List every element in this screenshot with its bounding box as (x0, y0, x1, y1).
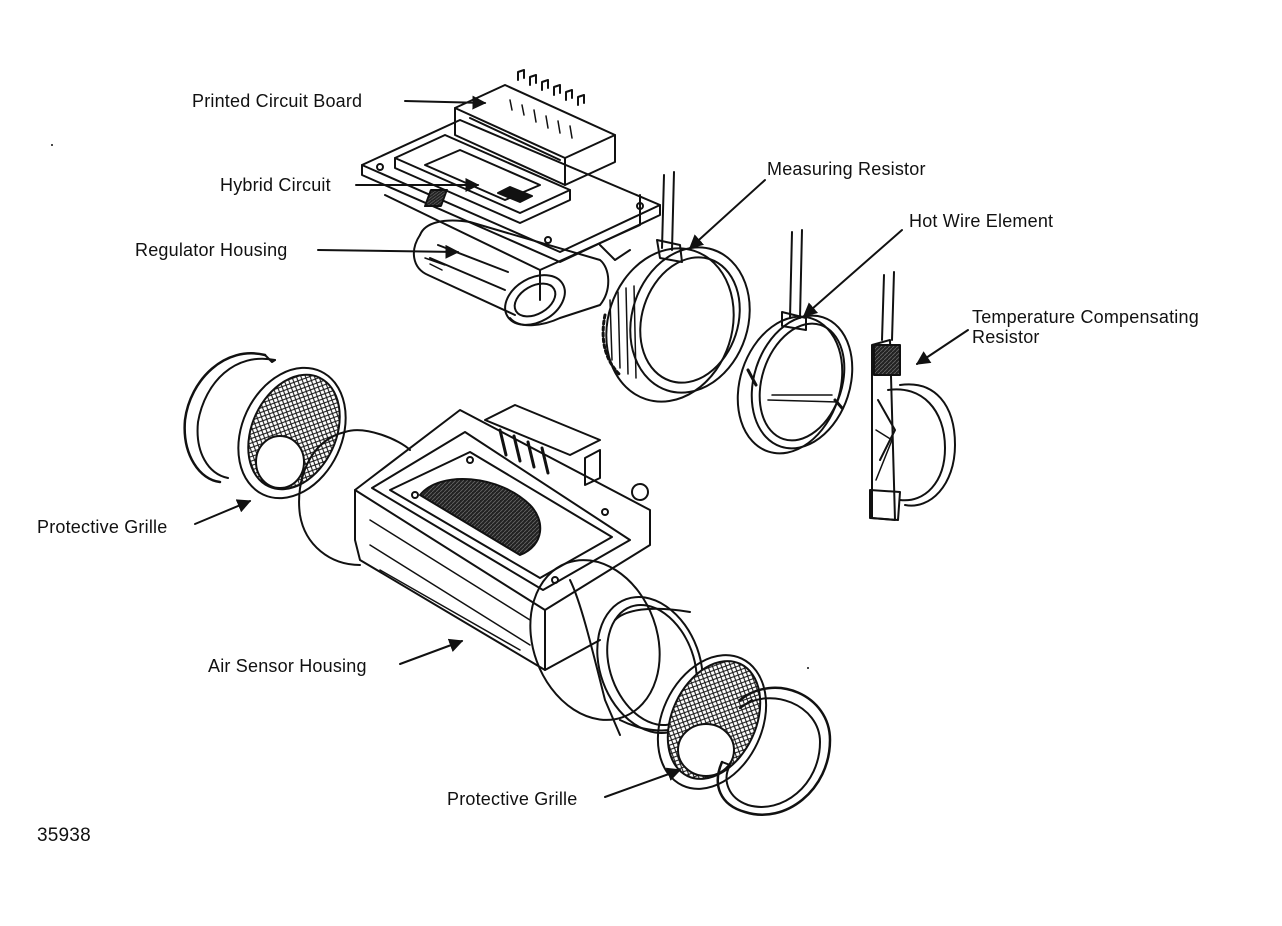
leader-protective-grille-left (194, 499, 252, 525)
label-protective-grille-bottom: Protective Grille (447, 789, 578, 809)
regulator-assembly (361, 69, 661, 327)
leader-temp-comp-resistor (915, 329, 969, 365)
right-grille-assembly (656, 654, 832, 816)
label-regulator-housing: Regulator Housing (135, 240, 288, 260)
leader-protective-grille-bottom (604, 767, 682, 798)
label-temp-comp-line1: Temperature Compensating (972, 307, 1199, 327)
measuring-resistor-ring (601, 171, 751, 403)
leader-printed-circuit-board (404, 95, 487, 110)
leader-measuring-resistor (688, 179, 766, 249)
temperature-compensating-resistor (869, 271, 956, 521)
label-hybrid-circuit: Hybrid Circuit (220, 175, 331, 195)
figure-number: 35938 (37, 825, 91, 846)
left-grille-assembly (183, 352, 347, 500)
label-printed-circuit-board: Printed Circuit Board (192, 91, 363, 111)
hot-wire-element-ring (736, 229, 854, 455)
label-measuring-resistor: Measuring Resistor (767, 159, 926, 179)
leader-hot-wire-element (802, 229, 903, 317)
leader-regulator-housing (317, 244, 460, 259)
label-temp-comp-line2: Resistor (972, 327, 1040, 347)
leader-air-sensor-housing (399, 638, 464, 665)
label-hot-wire-element: Hot Wire Element (909, 211, 1054, 231)
leader-arrows (194, 95, 969, 798)
label-protective-grille-left: Protective Grille (37, 517, 168, 537)
air-sensor-housing-body (298, 404, 704, 736)
label-air-sensor-housing: Air Sensor Housing (208, 656, 367, 676)
label-temperature-compensating-resistor: Temperature Compensating Resistor (972, 307, 1272, 347)
